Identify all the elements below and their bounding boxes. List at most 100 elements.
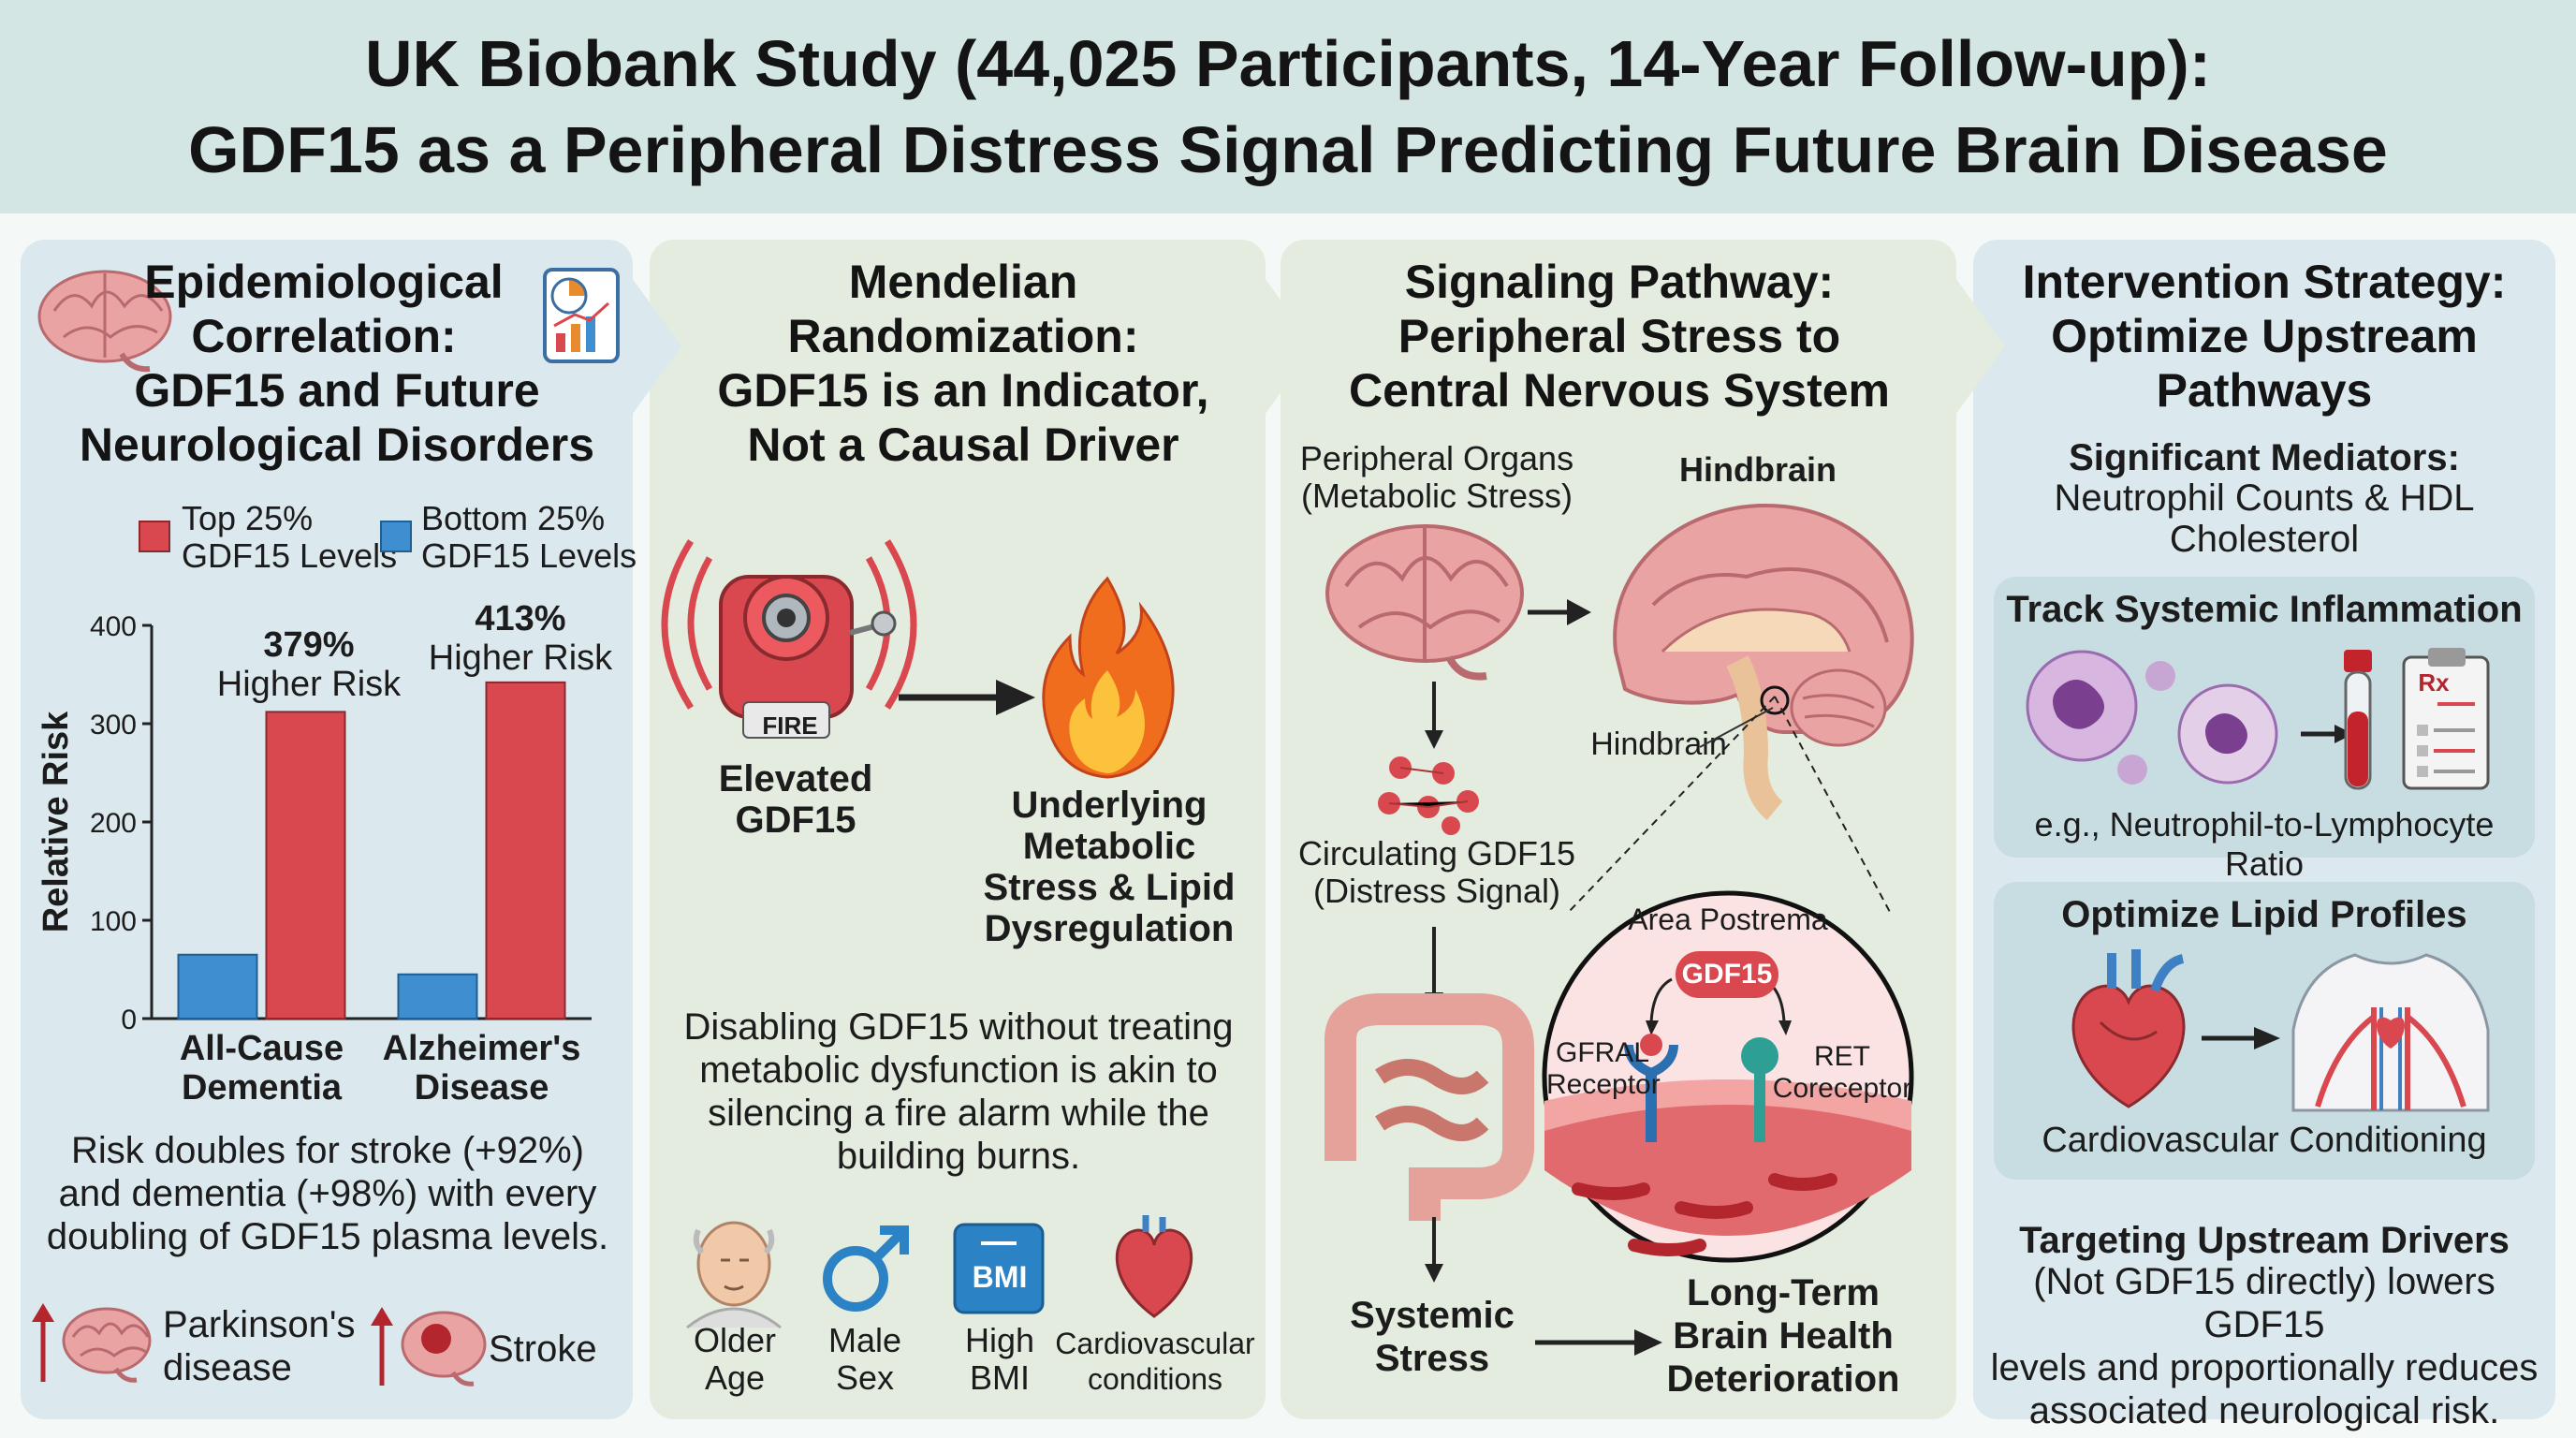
pointer-line (1699, 707, 1774, 748)
category-label: Dementia (182, 1068, 343, 1108)
legend-text: Top 25% (182, 499, 314, 537)
circulating-line: Circulating GDF15 (1297, 834, 1576, 873)
mediators-line: Neutrophil Counts & HDL (2054, 477, 2475, 519)
stroke-label: Stroke (489, 1328, 597, 1370)
chevron-right-icon (1260, 271, 1314, 421)
legend-text: GDF15 Levels (182, 536, 398, 575)
lipid-title: Optimize Lipid Profiles (2061, 894, 2467, 935)
systemic-line: Systemic (1350, 1295, 1515, 1336)
outcome-line: Deterioration (1666, 1358, 1900, 1400)
peripheral-line: Peripheral Organs (1299, 439, 1574, 477)
area-postrema-inset (1542, 890, 1914, 1263)
analogy-line: building burns. (836, 1136, 1081, 1177)
clipboard-icon (2402, 648, 2490, 790)
item-label: disease (163, 1347, 292, 1388)
factor-line: Sex (835, 1358, 895, 1397)
lipid-caption: Cardiovascular Conditioning (2042, 1121, 2487, 1160)
arrow-right-icon (899, 680, 1035, 715)
annotation-pct: 413% (475, 599, 566, 638)
bar (397, 973, 478, 1020)
annotation-text: Higher Risk (428, 638, 613, 678)
intestine-icon (1325, 993, 1534, 1221)
peripheral-label: Peripheral Organs (Metabolic Stress) (1292, 440, 1582, 515)
panel4-title-line: Intervention Strategy: (2022, 256, 2507, 308)
summary-line: doubling of GDF15 plasma levels. (46, 1216, 609, 1257)
panel2-title-line: Randomization: (787, 310, 1139, 362)
panel4-title: Intervention Strategy: Optimize Upstream… (1981, 255, 2548, 418)
circulating-label: Circulating GDF15 (Distress Signal) (1292, 835, 1582, 910)
arrow-up-icon (32, 1303, 54, 1382)
brain-icon (62, 1307, 152, 1383)
arrow-right-icon (1528, 599, 1591, 625)
panel1-title-line: Neurological Disorders (79, 418, 595, 471)
receptor-line: Coreceptor (1772, 1073, 1912, 1104)
legend-swatch-top (139, 521, 170, 552)
arrow-up-icon (371, 1307, 393, 1386)
factor-line: High (964, 1321, 1035, 1359)
mediators-title: Significant Mediators: (2069, 437, 2460, 478)
panel3-title-line: Signaling Pathway: (1404, 256, 1835, 308)
panel2-title: Mendelian Randomization: GDF15 is an Ind… (668, 255, 1258, 472)
factor-age-label: Older Age (676, 1322, 794, 1397)
outcome-label: Long-Term Brain Health Deterioration (1657, 1271, 1910, 1401)
blood-tube-icon (2344, 650, 2372, 790)
parkinsons-label: Parkinson's disease (163, 1303, 356, 1389)
outcome-line: Brain Health (1673, 1315, 1894, 1357)
conclusion-line: associated neurological risk. (2028, 1390, 2500, 1431)
brain-icon (1325, 524, 1524, 681)
category-label: All-Cause (180, 1029, 344, 1068)
cause-line: GDF15 (735, 800, 856, 841)
gfral-label: GFRAL Receptor (1546, 1037, 1661, 1101)
anatomical-heart-icon (2071, 949, 2186, 1108)
annotation-dementia: 379% Higher Risk (187, 625, 431, 704)
heart-icon (1115, 1215, 1193, 1318)
receptor-line: RET (1814, 1041, 1870, 1072)
scale-icon (953, 1223, 1045, 1314)
category-label: Alzheimer's (383, 1029, 581, 1068)
panel1-summary: Risk doubles for stroke (+92%) and demen… (37, 1129, 618, 1258)
inset-title: Area Postrema (1628, 902, 1828, 936)
peripheral-line: (Metabolic Stress) (1300, 477, 1573, 515)
panel2-title-line: GDF15 is an Indicator, (717, 364, 1209, 417)
panel3-title-line: Peripheral Stress to (1398, 310, 1841, 362)
factor-bmi-label: High BMI (944, 1322, 1056, 1397)
analogy-line: metabolic dysfunction is akin to (699, 1049, 1218, 1091)
brain-stroke-icon (401, 1311, 487, 1387)
panel4-title-line: Optimize Upstream (2051, 310, 2478, 362)
panel1-title-line: Correlation: (191, 310, 457, 362)
elderly-face-icon (686, 1221, 782, 1329)
factor-line: Male (827, 1321, 902, 1359)
panel1-title-cont: GDF15 and Future Neurological Disorders (37, 363, 637, 472)
analogy-text: Disabling GDF15 without treating metabol… (668, 1005, 1249, 1178)
analogy-line: silencing a fire alarm while the (708, 1093, 1209, 1134)
factor-sex-label: Male Sex (809, 1322, 921, 1397)
panel3-title: Signaling Pathway: Peripheral Stress to … (1292, 255, 1947, 418)
panel1-title-line: GDF15 and Future (134, 364, 540, 417)
panel1-title: Epidemiological Correlation: (90, 255, 558, 363)
inflammation-title: Track Systemic Inflammation (2006, 589, 2523, 630)
sagittal-brain-icon (1613, 503, 1914, 820)
chevron-right-icon (1951, 271, 2005, 421)
rx-label: Rx (2418, 668, 2450, 697)
mediators-text: Neutrophil Counts & HDL Cholesterol (1981, 477, 2548, 560)
male-symbol-icon (823, 1225, 909, 1312)
effect-line: Stress & Lipid (983, 867, 1236, 908)
panel2-title-line: Not a Causal Driver (747, 418, 1179, 471)
y-tick-label: 200 (90, 808, 137, 839)
brain-icon (37, 270, 172, 373)
gdf15-ligand-label: GDF15 (1681, 959, 1773, 990)
factor-cardio-label: Cardiovascular conditions (1052, 1326, 1258, 1397)
torso-circulation-icon (2291, 953, 2490, 1112)
legend-text: GDF15 Levels (421, 536, 637, 575)
chevron-right-icon (627, 271, 681, 421)
conclusion-text: (Not GDF15 directly) lowers GDF15 levels… (1981, 1260, 2548, 1432)
cause-line: Elevated (718, 758, 873, 800)
annotation-alzheimers: 413% Higher Risk (399, 599, 642, 678)
bar (177, 953, 258, 1020)
outcome-line: Long-Term (1687, 1272, 1880, 1313)
bmi-badge: BMI (972, 1260, 1028, 1294)
legend-swatch-bottom (380, 521, 412, 552)
circulating-line: (Distress Signal) (1312, 872, 1561, 910)
cause-label: Elevated GDF15 (693, 758, 899, 841)
